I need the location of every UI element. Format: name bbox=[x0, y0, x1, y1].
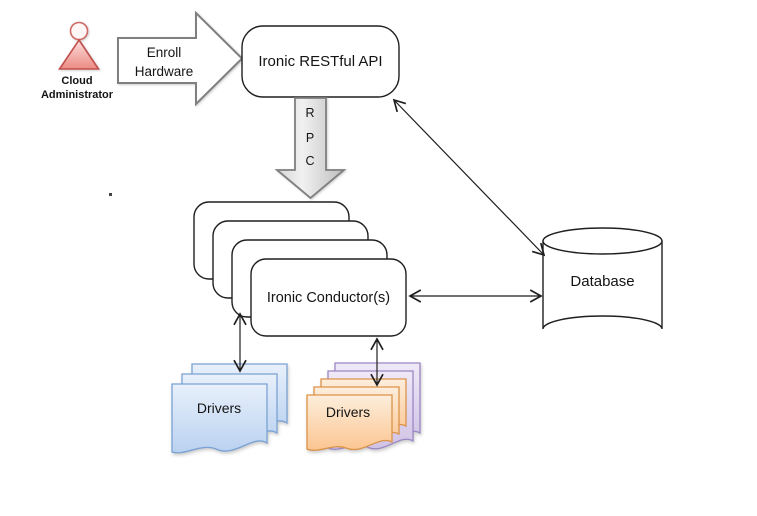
drivers-orange-stack: Drivers bbox=[306, 362, 421, 451]
ironic-conductors-box: Ironic Conductor(s) bbox=[250, 258, 407, 337]
drivers-orange-label: Drivers bbox=[326, 404, 370, 420]
ironic-restful-api-box: Ironic RESTful API bbox=[241, 25, 400, 98]
document-icon bbox=[171, 383, 268, 454]
cloud-administrator-label-line2: Administrator bbox=[41, 89, 114, 101]
cloud-administrator-icon bbox=[57, 21, 101, 70]
connectors bbox=[233, 98, 546, 387]
cylinder-top-icon bbox=[542, 227, 663, 255]
drivers-blue-stack: Drivers bbox=[171, 363, 288, 454]
enroll-label-line1: Enroll bbox=[147, 45, 182, 60]
enroll-hardware-arrow bbox=[117, 10, 244, 107]
person-body-icon bbox=[57, 38, 101, 70]
ironic-conductors-label: Ironic Conductor(s) bbox=[267, 290, 390, 306]
stray-dot bbox=[109, 193, 112, 196]
person-head-icon bbox=[69, 21, 89, 41]
rpc-letter-r: R bbox=[305, 106, 314, 120]
rpc-letter-p: P bbox=[306, 131, 314, 145]
cloud-administrator-label-line1: Cloud bbox=[61, 75, 92, 87]
drivers-blue-label: Drivers bbox=[197, 400, 241, 416]
enroll-label-line2: Hardware bbox=[135, 64, 194, 79]
database-cylinder: Database bbox=[542, 227, 663, 330]
database-label: Database bbox=[570, 273, 634, 290]
rpc-arrow bbox=[274, 97, 347, 200]
block-arrow-right-shape bbox=[117, 10, 244, 107]
ironic-restful-api-label: Ironic RESTful API bbox=[258, 53, 382, 70]
arrow-api-database bbox=[392, 98, 546, 257]
conductor-stack: Ironic Conductor(s) bbox=[193, 201, 407, 337]
rpc-letter-c: C bbox=[305, 154, 314, 168]
block-arrow-down-shape bbox=[274, 97, 347, 200]
